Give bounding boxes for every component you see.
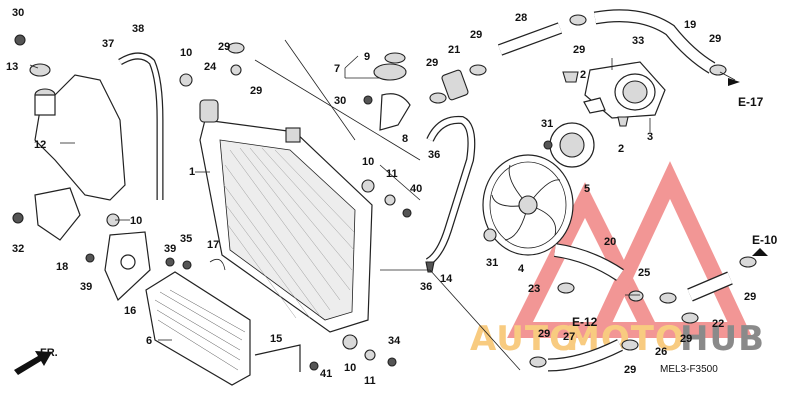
label-26: 26 (655, 346, 667, 358)
label-39a: 39 (164, 243, 176, 255)
arrow-e10 (752, 248, 768, 256)
label-11b: 11 (364, 375, 376, 387)
label-29h: 29 (680, 333, 692, 345)
fan-motor (549, 122, 595, 168)
label-19: 19 (684, 19, 696, 31)
watermark-logo: AUTO MOTO HUB (470, 161, 765, 359)
label-37: 37 (102, 38, 114, 50)
watermark-text-hub: HUB (680, 319, 765, 359)
label-13: 13 (6, 61, 18, 73)
label-18: 18 (56, 261, 68, 273)
label-4: 4 (518, 263, 525, 275)
reservoir-tank (34, 74, 126, 201)
bracket-18 (34, 187, 81, 241)
label-31b: 31 (486, 257, 498, 269)
label-27: 27 (563, 331, 575, 343)
water-outlet (373, 52, 411, 131)
watermark-text-auto: AUTO (470, 319, 579, 359)
label-1: 1 (189, 166, 195, 178)
label-22: 22 (712, 318, 724, 330)
part-labels: 1 2 2 3 4 5 6 7 8 9 10 10 10 10 11 11 12… (6, 7, 756, 387)
label-29j: 29 (624, 364, 636, 376)
label-29f: 29 (709, 33, 721, 45)
label-36b: 36 (420, 281, 432, 293)
label-10c: 10 (362, 156, 374, 168)
label-6: 6 (146, 335, 152, 347)
label-29a: 29 (218, 41, 230, 53)
front-direction-arrow: FR. (14, 347, 58, 375)
radiator-guard (145, 271, 251, 386)
label-3: 3 (647, 131, 653, 143)
label-34: 34 (388, 335, 401, 347)
radiator-core (199, 99, 373, 333)
label-29i: 29 (538, 328, 550, 340)
label-36a: 36 (428, 149, 440, 161)
ref-e10: E-10 (752, 233, 778, 247)
label-30a: 30 (12, 7, 24, 19)
label-29b: 29 (250, 85, 262, 97)
front-arrow-label: FR. (40, 347, 58, 359)
label-25: 25 (638, 267, 650, 279)
label-32: 32 (12, 243, 24, 255)
diagram-code: MEL3-F3500 (660, 364, 718, 375)
thermostat-housing (584, 61, 666, 119)
fasteners (12, 14, 757, 372)
label-29e: 29 (573, 44, 585, 56)
label-2b: 2 (618, 143, 624, 155)
cooling-fan (482, 154, 574, 256)
label-29d: 29 (470, 29, 482, 41)
label-20: 20 (604, 236, 616, 248)
label-40: 40 (410, 183, 422, 195)
label-30b: 30 (334, 95, 346, 107)
label-10a: 10 (180, 47, 192, 59)
label-17: 17 (207, 239, 219, 251)
label-29g: 29 (744, 291, 756, 303)
label-12: 12 (34, 139, 46, 151)
label-28: 28 (515, 12, 527, 24)
ref-e17: E-17 (738, 95, 764, 109)
label-16: 16 (124, 305, 136, 317)
label-21: 21 (448, 44, 460, 56)
label-9: 9 (364, 51, 370, 63)
label-39b: 39 (80, 281, 92, 293)
label-15: 15 (270, 333, 282, 345)
ref-e12: E-12 (572, 315, 598, 329)
label-7: 7 (334, 63, 340, 75)
leader-lines (29, 39, 736, 371)
label-8: 8 (402, 133, 408, 145)
label-10d: 10 (344, 362, 356, 374)
label-24: 24 (204, 61, 217, 73)
label-29c: 29 (426, 57, 438, 69)
label-5: 5 (584, 183, 590, 195)
label-35: 35 (180, 233, 192, 245)
label-11a: 11 (386, 168, 398, 180)
label-38: 38 (132, 23, 144, 35)
label-31a: 31 (541, 118, 553, 130)
label-2: 2 (580, 69, 586, 81)
label-10b: 10 (130, 215, 142, 227)
label-33: 33 (632, 35, 644, 47)
label-23: 23 (528, 283, 540, 295)
label-41: 41 (320, 368, 332, 380)
arrow-e17 (728, 78, 740, 86)
label-14: 14 (440, 273, 453, 285)
